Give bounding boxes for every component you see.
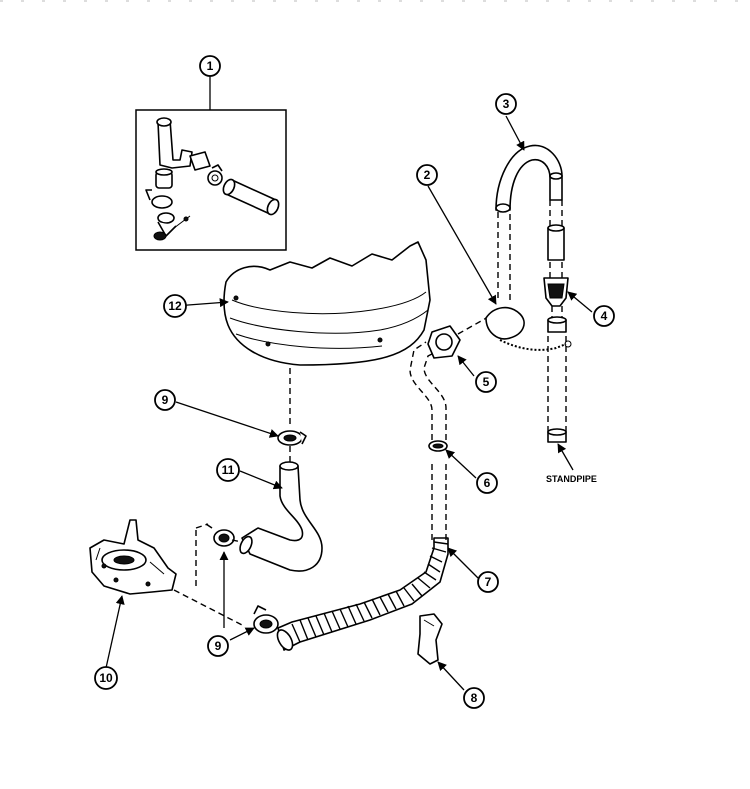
- outer-tub: [223, 241, 431, 366]
- callout-4: 4: [593, 305, 615, 327]
- drain-hose-extension: [495, 144, 563, 213]
- leader-5: [457, 355, 475, 377]
- leader-10: [105, 595, 125, 669]
- callout-5-label: 5: [483, 375, 490, 389]
- leader-9-lower: [229, 627, 255, 641]
- callout-1: 1: [199, 55, 221, 77]
- leader-4: [567, 291, 593, 313]
- callout-2-label: 2: [424, 168, 431, 182]
- drain-pump: [89, 519, 177, 595]
- standpipe-tube: [547, 224, 565, 261]
- callout-12: 12: [163, 294, 187, 318]
- callout-7-label: 7: [485, 575, 492, 589]
- dash-pump-up-b: [195, 523, 209, 529]
- callout-6: 6: [476, 472, 498, 494]
- hose-support: [417, 613, 443, 665]
- dash-pump-clamp: [173, 589, 245, 627]
- leader-9-upper: [175, 401, 279, 438]
- callout-11-label: 11: [222, 463, 235, 477]
- callout-5: 5: [475, 371, 497, 393]
- dash-sbend-b: [423, 349, 447, 440]
- hose-clamp-upper: [277, 430, 307, 446]
- hose-clamp-lower: [253, 605, 279, 634]
- callout-6-label: 6: [484, 476, 491, 490]
- dash-sbend-a: [409, 341, 433, 440]
- sump-hose: [239, 461, 323, 572]
- leader-2: [427, 185, 497, 305]
- callout-8: 8: [463, 687, 485, 709]
- dash-clamp-hose-b: [231, 539, 243, 543]
- leader-6: [445, 449, 477, 479]
- leader-3: [505, 115, 525, 151]
- callout-7: 7: [477, 571, 499, 593]
- callout-12-label: 12: [168, 299, 182, 313]
- callout-4-label: 4: [601, 309, 608, 323]
- standpipe-adapter: [543, 277, 569, 307]
- hose-clamp-6: [428, 440, 448, 452]
- drain-kit-box: [135, 109, 287, 251]
- callout-3: 3: [495, 93, 517, 115]
- callout-9-upper-label: 9: [162, 393, 169, 407]
- hose-clamp-middle: [205, 523, 235, 547]
- hose-hanger: [485, 306, 525, 340]
- standpipe: [547, 316, 567, 443]
- callout-3-label: 3: [503, 97, 510, 111]
- chain-hook: [564, 340, 572, 348]
- hose-connector: [427, 325, 461, 359]
- callout-10: 10: [94, 666, 118, 690]
- drain-hose: [276, 537, 449, 651]
- callout-1-label: 1: [207, 59, 214, 73]
- leader-7: [447, 547, 479, 579]
- callout-11: 11: [216, 458, 240, 482]
- standpipe-label: STANDPIPE: [546, 474, 597, 484]
- hanger-chain: [499, 339, 567, 351]
- dash-connector-elbow: [457, 315, 491, 335]
- callout-2: 2: [416, 164, 438, 186]
- leader-standpipe: [557, 443, 574, 471]
- leader-11: [239, 470, 283, 490]
- callout-8-label: 8: [471, 691, 478, 705]
- leader-8: [437, 661, 465, 691]
- callout-9-lower-label: 9: [215, 639, 222, 653]
- callout-10-label: 10: [99, 671, 113, 685]
- callout-9-lower: 9: [207, 635, 229, 657]
- callout-9-upper: 9: [154, 389, 176, 411]
